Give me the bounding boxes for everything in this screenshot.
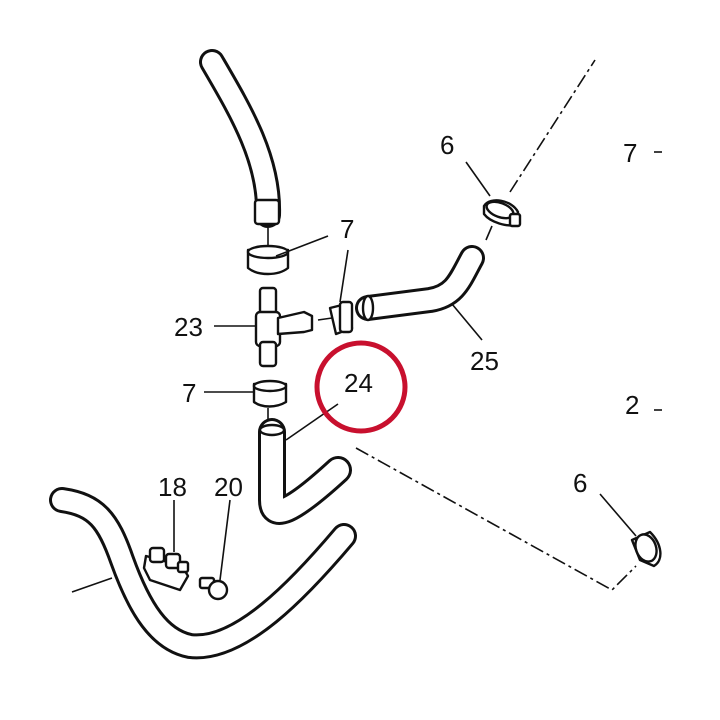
hose-upper-left — [199, 49, 282, 228]
connector-line-middle — [317, 317, 333, 321]
callout-23: 23 — [174, 312, 203, 342]
hose-24 — [258, 418, 352, 525]
clamp-7-middle — [328, 300, 354, 336]
callout-20: 20 — [214, 472, 243, 502]
highlight-ring — [314, 340, 408, 434]
clamp-6-bottom — [630, 530, 662, 568]
callout-6-bottom: 6 — [573, 468, 587, 498]
callout-6-top: 6 — [440, 130, 454, 160]
clamp-7-upper — [246, 244, 290, 276]
clamp-7-lower — [252, 379, 288, 408]
hose-25 — [355, 245, 485, 322]
dashdot-line-bottom — [355, 447, 637, 591]
tee-fitting-23 — [254, 286, 314, 368]
screw-20 — [198, 576, 229, 601]
dashdot-line-top — [509, 59, 596, 193]
callout-7-right: 7 — [623, 138, 637, 168]
callout-25: 25 — [470, 346, 499, 376]
callout-2-right: 2 — [625, 390, 639, 420]
hose-bottom-left — [49, 487, 357, 660]
clamp-6-top — [482, 199, 522, 228]
callout-18: 18 — [158, 472, 187, 502]
callout-7-lower: 7 — [182, 378, 196, 408]
bracket-18 — [142, 546, 190, 592]
leader-lines — [71, 151, 662, 593]
callout-labels: 6 7 7 23 25 24 7 2 18 20 6 — [158, 130, 639, 502]
callout-24: 24 — [344, 368, 373, 398]
connector-line-top — [485, 225, 493, 241]
callout-7-upper: 7 — [340, 214, 354, 244]
